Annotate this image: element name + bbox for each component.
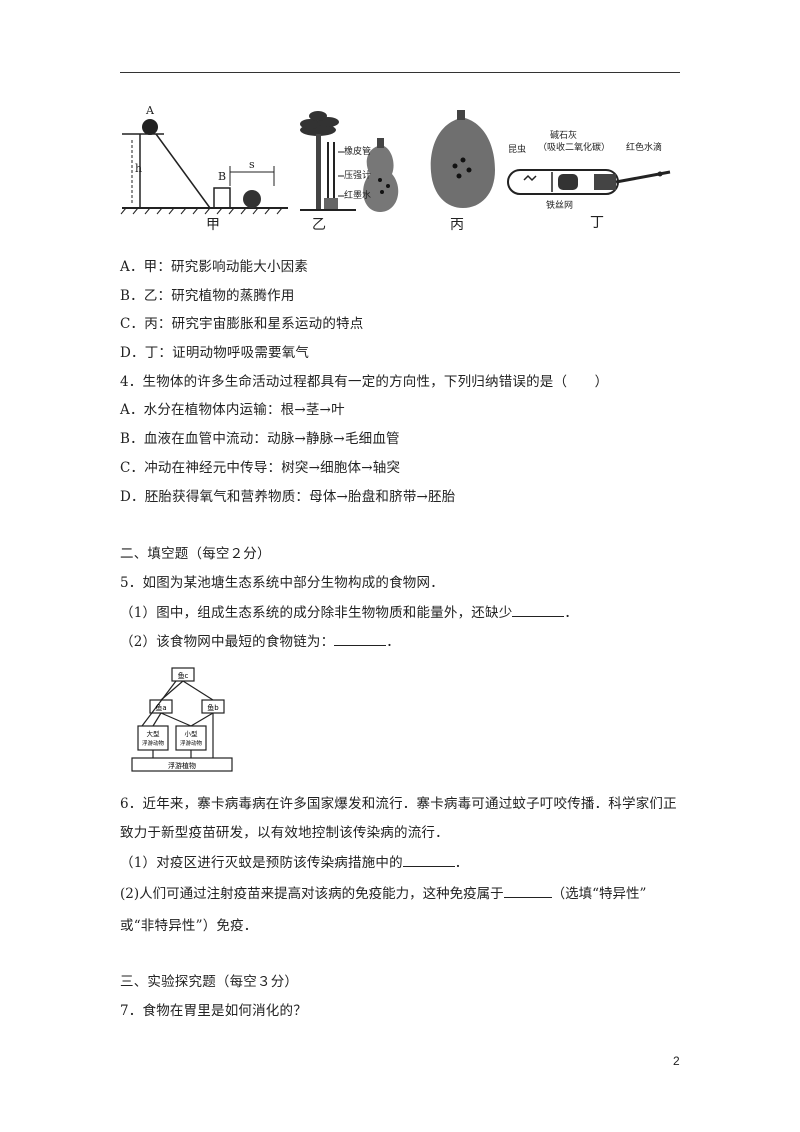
q5-part1-end: ． (564, 605, 579, 621)
figure-ding-callout-lime: 碱石灰 (550, 131, 578, 141)
figure-yi-callout-gauge: 压强计 (344, 171, 372, 181)
figure-jia-point-a: A (146, 104, 154, 117)
page-number: 2 (673, 1054, 680, 1068)
figure-bing-balloon (430, 110, 495, 208)
figure-bing-label: 丙 (450, 217, 464, 233)
q6-part1-end: ． (454, 855, 469, 871)
q6-part2-line2: 或“非特异性”）免疫． (120, 918, 258, 934)
food-web-low-right-1: 小型 (185, 729, 199, 738)
q3-option-c: C．丙：研究宇宙膨胀和星系运动的特点 (120, 316, 364, 332)
q4-stem: 4．生物体的许多生命活动过程都具有一定的方向性，下列归纳错误的是（ ） (120, 374, 609, 390)
figure-jia-point-b: B (218, 170, 227, 183)
q6-part1: （1）对疫区进行灭蚊是预防该传染病措施中的 ． (120, 852, 469, 873)
food-web-diagram: 鱼c 鱼a 鱼b 大型 浮游动物 小型 浮游动物 浮游植物 (131, 667, 233, 772)
figure-ding-callout-drop: 红色水滴 (626, 143, 663, 153)
figure-ding-label: 丁 (590, 215, 604, 231)
figure-yi-callout-ink: 红墨水 (344, 191, 372, 201)
q4-option-a: A．水分在植物体内运输：根→茎→叶 (120, 402, 345, 418)
food-web-low-right-2: 浮游动物 (180, 739, 203, 747)
q5-part2-blank[interactable] (334, 631, 387, 646)
figure-ding-callout-mesh: 铁丝网 (546, 201, 574, 211)
experiment-figures: A h B s 甲 橡皮管 压强计 红墨水 乙 丙 (118, 100, 682, 235)
q6-part1-blank[interactable] (402, 852, 455, 867)
q4-option-b: B．血液在血管中流动：动脉→静脉→毛细血管 (120, 431, 400, 447)
figure-jia-label: 甲 (206, 217, 220, 233)
q6-part2-end: （选填“特异性” (551, 886, 647, 902)
q6-part2-blank[interactable] (503, 883, 552, 898)
figure-jia-distance: s (249, 158, 255, 171)
q3-option-d: D．丁：证明动物呼吸需要氧气 (120, 345, 310, 361)
section3-title: 三、实验探究题（每空３分） (120, 974, 299, 990)
q4-option-c: C．冲动在神经元中传导：树突→细胞体→轴突 (120, 460, 401, 476)
figure-ding-callout-insect: 昆虫 (508, 145, 527, 155)
food-web-mid-left: 鱼a (155, 703, 166, 712)
q6-part2-text: (2)人们可通过注射疫苗来提高对该病的免疫能力，这种免疫属于 (120, 886, 504, 902)
q6-part1-text: （1）对疫区进行灭蚊是预防该传染病措施中的 (120, 855, 403, 871)
q5-part2-text: （2）该食物网中最短的食物链为： (120, 634, 335, 650)
food-web-mid-right: 鱼b (207, 703, 219, 712)
q5-part1-text: （1）图中，组成生态系统的成分除非生物物质和能量外，还缺少 (120, 605, 513, 621)
q7-stem: 7．食物在胃里是如何消化的？ (120, 1003, 307, 1019)
figure-jia-incline (120, 119, 288, 215)
q5-part1: （1）图中，组成生态系统的成分除非生物物质和能量外，还缺少 ． (120, 602, 578, 623)
q3-option-b: B．乙：研究植物的蒸腾作用 (120, 288, 295, 304)
header-rule (120, 72, 680, 73)
q6-line1: 6．近年来，寨卡病毒病在许多国家爆发和流行．寨卡病毒可通过蚊子叮咬传播．科学家们… (120, 796, 677, 812)
q6-line2: 致力于新型疫苗研发，以有效地控制该传染病的流行． (120, 825, 449, 841)
q5-stem: 5．如图为某池塘生态系统中部分生物构成的食物网． (120, 575, 444, 591)
figure-ding-tube (507, 169, 671, 195)
q6-part2: (2)人们可通过注射疫苗来提高对该病的免疫能力，这种免疫属于 （选填“特异性” (120, 883, 646, 904)
food-web-low-left-1: 大型 (147, 729, 161, 738)
figure-yi-label: 乙 (312, 217, 326, 233)
figure-ding-callout-absorb: （吸收二氧化碳） (538, 143, 611, 153)
food-web-bottom: 浮游植物 (168, 761, 196, 770)
q4-option-d: D．胚胎获得氧气和营养物质：母体→胎盘和脐带→胚胎 (120, 489, 456, 505)
figure-jia-height: h (135, 162, 143, 175)
food-web-low-left-2: 浮游动物 (142, 739, 165, 747)
figure-yi-plant (300, 111, 399, 212)
q5-part2-end: ． (386, 634, 400, 650)
section2-title: 二、填空题（每空２分） (120, 546, 271, 562)
q3-option-a: A．甲：研究影响动能大小因素 (120, 259, 309, 275)
q5-part1-blank[interactable] (512, 602, 565, 617)
q5-part2: （2）该食物网中最短的食物链为： ． (120, 631, 400, 652)
figure-yi-callout-tube: 橡皮管 (344, 147, 372, 157)
food-web-top: 鱼c (178, 671, 189, 680)
